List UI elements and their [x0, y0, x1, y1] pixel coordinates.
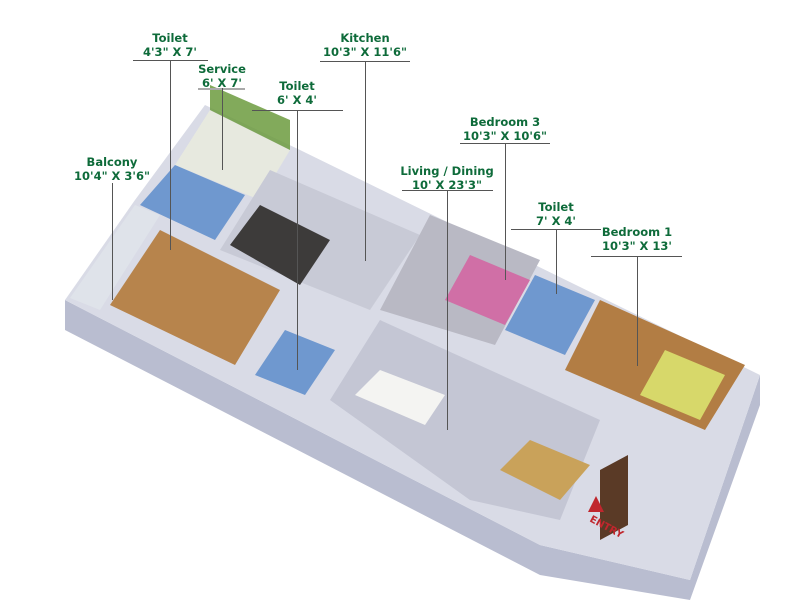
toilet-1	[140, 165, 245, 240]
label-toilet-1: Toilet 4'3" X 7'	[143, 31, 197, 59]
dining-table	[355, 370, 445, 425]
room-name: Kitchen	[340, 31, 390, 45]
room-name: Bedroom 1	[601, 225, 673, 239]
leader-line	[591, 256, 682, 257]
room-name: Balcony	[86, 155, 138, 169]
room-size: 10'3" X 11'6"	[323, 45, 407, 59]
leader-line	[198, 88, 245, 90]
label-kitchen: Kitchen 10'3" X 11'6"	[323, 31, 407, 59]
leader-line	[112, 183, 113, 300]
room-size: 10'3" X 13'	[602, 239, 672, 253]
label-balcony: Balcony 10'4" X 3'6"	[74, 155, 150, 183]
room-size: 6' X 4'	[277, 93, 317, 107]
room-name: Toilet	[538, 200, 574, 214]
leader-line	[222, 88, 223, 170]
toilet-3	[505, 275, 595, 355]
room-size: 6' X 7'	[202, 76, 242, 90]
room-size: 10'3" X 10'6"	[463, 129, 547, 143]
toilet-2	[255, 330, 335, 395]
kitchen-counter	[230, 205, 330, 285]
bedroom-2	[110, 230, 280, 365]
room-name: Toilet	[279, 79, 315, 93]
entry-door	[600, 455, 628, 540]
room-size: 10'4" X 3'6"	[74, 169, 150, 183]
leader-line	[637, 256, 638, 366]
service-green-wall	[210, 85, 290, 150]
room-name: Bedroom 3	[469, 115, 541, 129]
leader-line	[505, 143, 506, 280]
leader-line	[556, 229, 557, 294]
room-size: 4'3" X 7'	[143, 45, 197, 59]
entry-arrow-icon	[588, 496, 604, 512]
room-name: Toilet	[152, 31, 188, 45]
bed-1	[640, 350, 725, 420]
room-name: Service	[198, 62, 246, 76]
label-living-dining: Living / Dining 10' X 23'3"	[400, 164, 493, 192]
balcony	[70, 205, 160, 310]
room-size: 7' X 4'	[536, 214, 576, 228]
label-bedroom-1: Bedroom 1 10'3" X 13'	[602, 225, 672, 253]
leader-line	[447, 190, 448, 430]
room-name: Living / Dining	[400, 164, 494, 178]
leader-line	[170, 60, 171, 250]
rug	[500, 440, 590, 500]
leader-line	[365, 61, 366, 261]
label-toilet-2: Toilet 6' X 4'	[277, 79, 317, 107]
label-toilet-3: Toilet 7' X 4'	[536, 200, 576, 228]
bed-3	[445, 255, 530, 325]
label-bedroom-3: Bedroom 3 10'3" X 10'6"	[463, 115, 547, 143]
label-service: Service 6' X 7'	[198, 62, 246, 90]
leader-line	[297, 110, 298, 370]
service-area	[175, 110, 290, 200]
room-size: 10' X 23'3"	[412, 178, 482, 192]
